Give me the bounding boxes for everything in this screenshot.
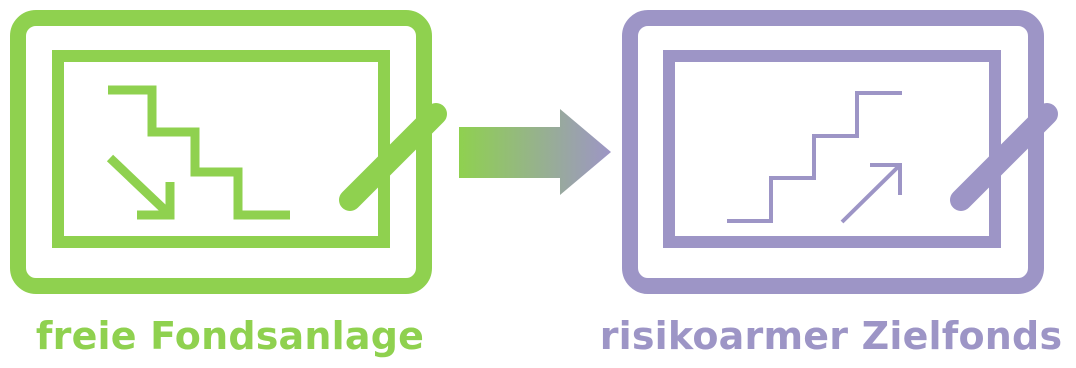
left-caption: freie Fondsanlage [35,314,425,358]
right-up-arrow-shaft [840,163,902,224]
right-caption: risikoarmer Zielfonds [599,314,1063,358]
right-tablet-icon [622,10,1058,294]
right-tablet-screen [663,50,1001,248]
right-ascending-stairs [727,91,902,223]
transition-arrow-icon [459,109,611,195]
left-stylus [339,103,447,211]
left-down-arrow-head [137,182,175,220]
transition-arrow-shape [459,109,611,195]
left-down-arrow-shaft [106,154,174,219]
right-up-arrow-head [870,163,902,195]
right-tablet-outer-frame [622,10,1044,294]
left-descending-stairs [108,85,290,220]
right-stylus [950,103,1058,211]
diagram-graphics [10,10,1058,294]
left-tablet-outer-frame [10,10,432,294]
left-tablet-screen [52,50,390,248]
left-tablet-icon [10,10,447,294]
